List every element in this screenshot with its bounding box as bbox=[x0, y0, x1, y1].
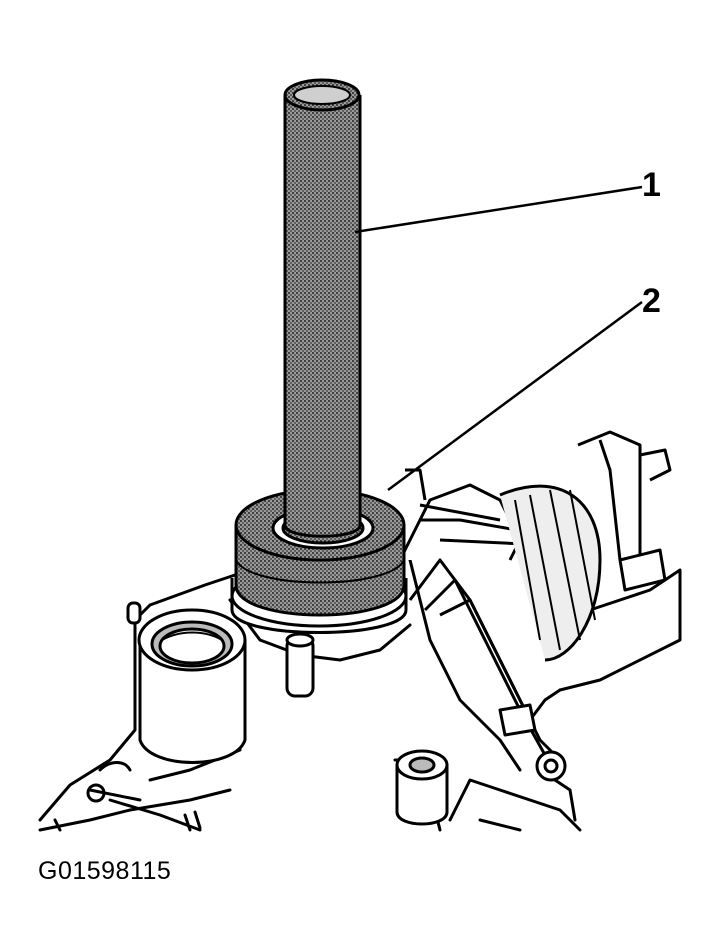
threaded-boss bbox=[126, 601, 247, 764]
leader-line-2 bbox=[387, 300, 643, 492]
shift-fork-assembly bbox=[398, 430, 672, 782]
lower-tube-boss bbox=[395, 749, 449, 826]
leader-line-1 bbox=[354, 185, 643, 234]
locating-post bbox=[285, 632, 315, 698]
callout-label-1: 1 bbox=[642, 166, 661, 204]
leader-lines bbox=[354, 185, 643, 492]
figure-id: G01598115 bbox=[38, 857, 172, 885]
tool-shaft bbox=[283, 78, 362, 538]
callout-label-2: 2 bbox=[642, 282, 661, 320]
